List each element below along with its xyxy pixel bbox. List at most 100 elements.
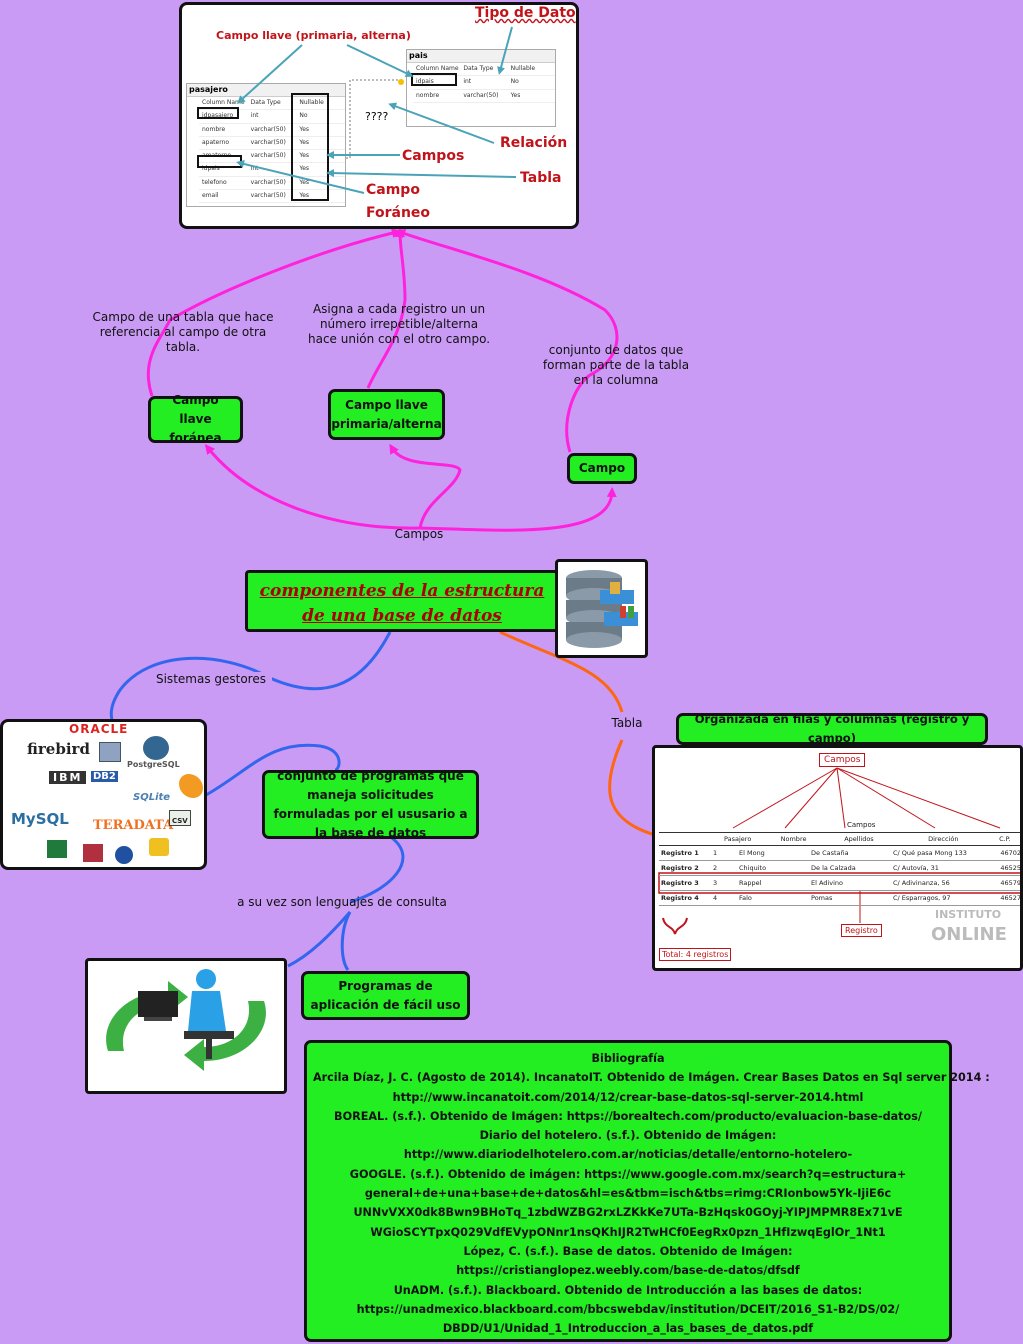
link-title-tabla (499, 630, 624, 713)
pais-table-name: pais (407, 50, 555, 63)
schema-arrows (236, 26, 517, 194)
tabla-cell: 2 (713, 864, 718, 872)
table-cell: idpasajero (202, 112, 234, 120)
central-title[interactable]: componentes de la estructura de una base… (245, 570, 559, 632)
table-cell: email (202, 192, 219, 200)
node-programas-aplicacion[interactable]: Programas de aplicación de fácil uso (301, 971, 470, 1020)
campos-label: Campos (402, 148, 465, 164)
tabla-cell: 4 (713, 894, 718, 902)
user-computer-image (85, 958, 287, 1094)
table-row: telefono varchar(50) Yes (199, 177, 345, 191)
bibliografia-line: UnADM. (s.f.). Blackboard. Obtenido de I… (393, 1283, 863, 1297)
tabla-cell: C/ Qué pasa Mong 133 (893, 849, 967, 857)
tabla-column-header: Pasajero (724, 835, 752, 843)
watermark-line-2: ONLINE (931, 924, 1007, 945)
campos-callout-arrows (658, 767, 1020, 935)
branch-sistemas-gestores: Sistemas gestores (150, 672, 272, 687)
table-cell: idpais (202, 165, 220, 173)
bibliografia-line: general+de+una+base+de+datos&hl=es&tbm=i… (364, 1187, 892, 1201)
node-conjunto-programas[interactable]: conjunto de programas que maneja solicit… (262, 769, 479, 840)
table-cell: varchar(50) (250, 125, 286, 133)
tabla-row-label: Registro 4 (661, 894, 699, 902)
table-cell: varchar(50) (250, 178, 286, 186)
title-line-2: de una base de datos (302, 606, 502, 626)
link-campos-campo (419, 487, 617, 532)
table-cell: int (463, 78, 472, 86)
logo-postgresql: PostgreSQL (127, 760, 180, 769)
logo-db2: DB2 (91, 771, 118, 782)
tabla-column-header: Dirección (928, 835, 959, 843)
tabla-cell: 46579 (1000, 879, 1021, 887)
link-campos-foranea (204, 444, 421, 530)
table-cell: int (250, 165, 259, 173)
table-cell: No (510, 78, 519, 86)
link-campo-schema (395, 228, 619, 453)
bibliografia-line: Diario del hotelero. (s.f.). Obtenido de… (479, 1129, 777, 1143)
node-campo-llave-primaria[interactable]: Campo llave primaria/alterna (328, 389, 445, 440)
table-cell: Yes (299, 178, 310, 186)
campos-callout: Campos (819, 753, 866, 767)
branch-campos: Campos (394, 527, 444, 541)
bibliografia-line: http://www.diariodelhotelero.com.ar/noti… (403, 1148, 853, 1162)
highlight-idpasajero (197, 107, 239, 119)
table-cell: varchar(50) (250, 152, 286, 160)
total-callout: Total: 4 registros (659, 948, 732, 961)
primaria-description: Asigna a cada registro un un número irre… (307, 302, 491, 346)
tabla-row-label: Registro 2 (661, 864, 699, 872)
logo-csv: CSV (169, 810, 191, 826)
logo-firebird: firebird (27, 740, 90, 758)
tabla-cell: El Mong (739, 849, 765, 857)
schema-diagram: Tipo de Dato Campo llave (primaria, alte… (179, 2, 579, 229)
tabla-column-header: Nombre (780, 835, 807, 843)
column-header: Nullable (299, 99, 324, 106)
table-cell: telefono (202, 178, 227, 186)
tabla-column-header: C.P. (999, 835, 1011, 843)
campo-description: conjunto de datos que forman parte de la… (542, 343, 690, 387)
relacion-label: Relación (500, 135, 568, 151)
tipo-dato-label: Tipo de Dato (475, 5, 576, 21)
table-cell: nombre (202, 125, 226, 133)
node-organizada[interactable]: Organizada en filas y columnas (registro… (676, 712, 988, 745)
node-campo[interactable]: Campo (567, 453, 637, 484)
link-consulta-img (287, 911, 352, 968)
bibliografia-box: Bibliografía Arcila Díaz, J. C. (Agosto … (304, 1040, 990, 1342)
link-foranea-schema (146, 228, 402, 397)
bibliografia-heading: Bibliografía (591, 1052, 665, 1065)
table-cell: apaterno (202, 138, 230, 146)
table-header-row: Column Name Data Type Nullable (413, 63, 555, 77)
tabla-cell: De la Calzada (811, 864, 856, 872)
table-cell: Yes (299, 152, 310, 160)
column-header: Column Name (416, 65, 459, 72)
branch-tabla: Tabla (606, 716, 648, 731)
foraneo-label-1: Campo (366, 182, 420, 198)
tabla-cell: Rappel (739, 879, 762, 887)
table-cell: Yes (299, 138, 310, 146)
foraneo-label-2: Foráneo (366, 205, 431, 221)
unknown-marker: ???? (365, 110, 389, 123)
user-computer-icon (106, 969, 266, 1071)
tabla-row-label: Registro 1 (661, 849, 699, 857)
table-cell: varchar(50) (250, 192, 286, 200)
column-header: Data Type (463, 65, 494, 72)
column-header: Nullable (510, 65, 536, 72)
bibliografia-line: http://www.incanatoit.com/2014/12/crear-… (392, 1090, 864, 1104)
bibliografia-line: GOOGLE. (s.f.). Obtenido de imágen: http… (349, 1167, 907, 1181)
table-cell: idpais (416, 78, 434, 86)
phoenix-icon (179, 774, 203, 798)
table-cell: varchar(50) (463, 91, 499, 99)
tabla-cell: Pomas (811, 894, 833, 902)
bibliografia-line: López, C. (s.f.). Base de datos. Obtenid… (463, 1244, 793, 1258)
column-header: Column Name (202, 99, 245, 106)
logo-sqlite: SQLite (133, 792, 171, 803)
node-campo-llave-foranea[interactable]: Campo llave foránea (148, 393, 243, 445)
